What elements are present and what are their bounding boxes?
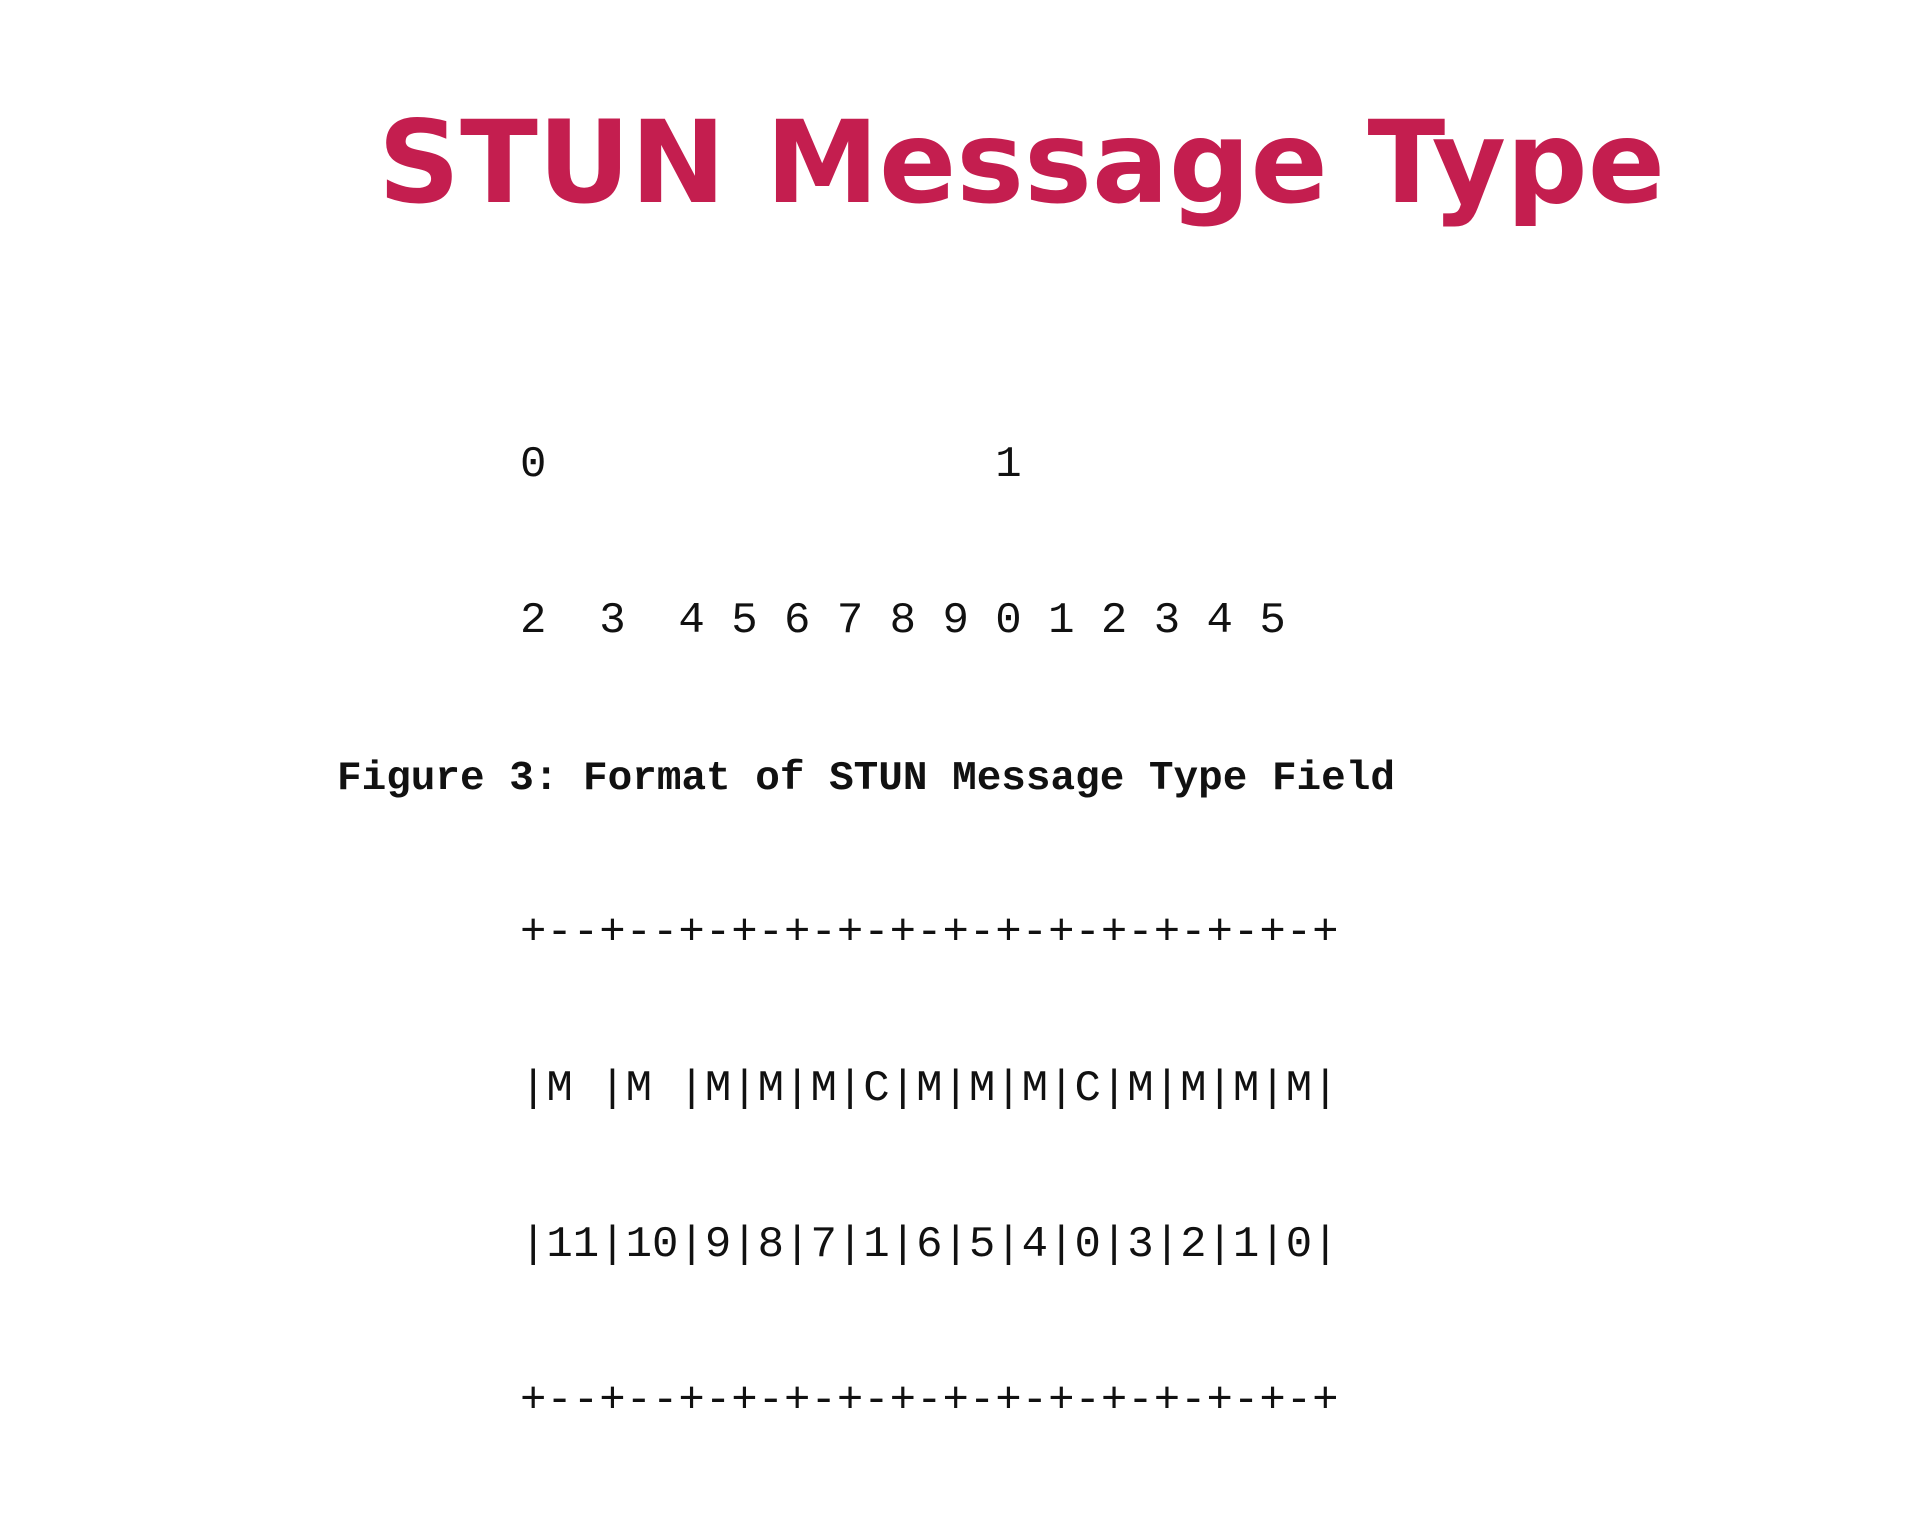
bit-index-row-units: 2 3 4 5 6 7 8 9 0 1 2 3 4 5 (520, 596, 1286, 646)
message-type-bit-diagram: 0 1 2 3 4 5 6 7 8 9 0 1 2 3 4 5 +--+--+-… (520, 335, 1339, 1531)
field-row-bit-numbers: |11|10|9|8|7|1|6|5|4|0|3|2|1|0| (520, 1220, 1339, 1270)
field-border-bottom: +--+--+-+-+-+-+-+-+-+-+-+-+-+-+ (520, 1376, 1339, 1426)
figure-caption: Figure 3: Format of STUN Message Type Fi… (337, 756, 1395, 802)
slide: STUN Message Type 0 1 2 3 4 5 6 7 8 9 0 … (337, 96, 1666, 1426)
field-row-labels: |M |M |M|M|M|C|M|M|M|C|M|M|M|M| (520, 1064, 1339, 1114)
bit-index-row-tens: 0 1 (520, 440, 1022, 490)
field-border-top: +--+--+-+-+-+-+-+-+-+-+-+-+-+-+ (520, 908, 1339, 958)
slide-title: STUN Message Type (378, 96, 1666, 229)
